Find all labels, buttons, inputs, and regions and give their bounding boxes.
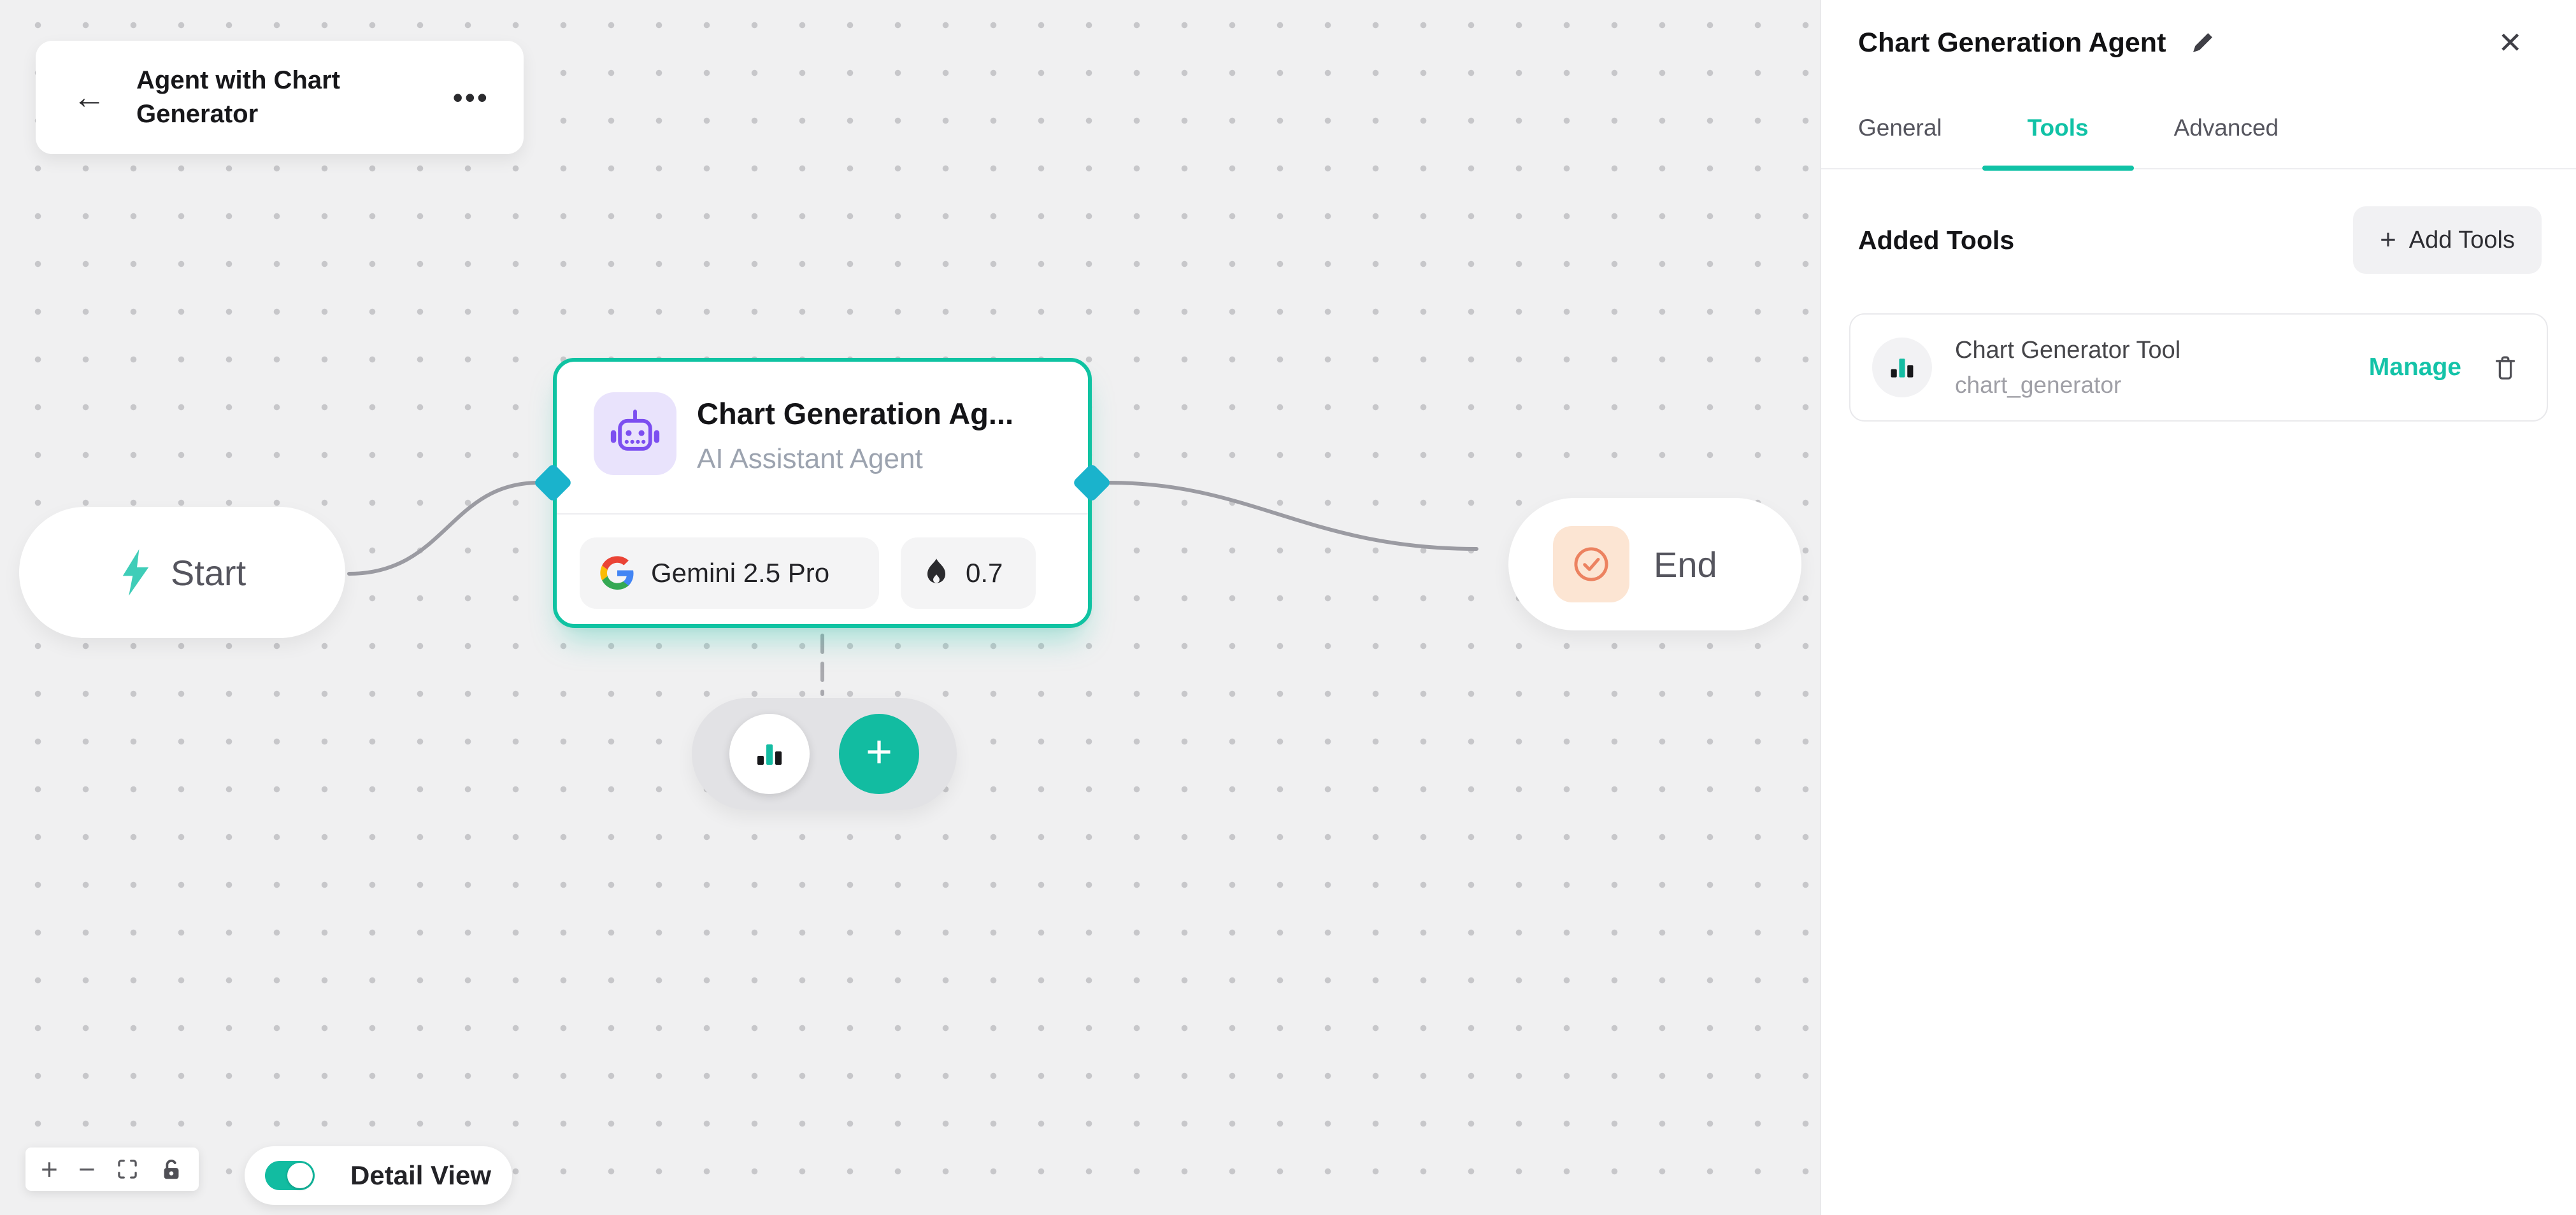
temperature-chip[interactable]: 0.7 xyxy=(901,537,1036,609)
lock-button[interactable] xyxy=(159,1157,183,1181)
detail-view-pill: Detail View xyxy=(245,1146,512,1205)
tab-tools[interactable]: Tools xyxy=(2028,115,2089,168)
tool-id: chart_generator xyxy=(1955,371,2122,398)
back-arrow-icon[interactable]: ← xyxy=(73,79,106,116)
model-name: Gemini 2.5 Pro xyxy=(651,558,830,588)
panel-title: Chart Generation Agent xyxy=(1858,27,2166,58)
agent-node-subtitle: AI Assistant Agent xyxy=(697,443,923,474)
tool-name: Chart Generator Tool xyxy=(1955,336,2181,364)
agent-node-title: Chart Generation Ag... xyxy=(697,397,1014,430)
model-chip[interactable]: Gemini 2.5 Pro xyxy=(580,537,879,609)
workflow-header-card: ← Agent with Chart Generator ••• xyxy=(36,41,524,154)
fit-view-button[interactable] xyxy=(116,1158,139,1181)
start-node[interactable]: Start xyxy=(19,507,345,638)
tab-general[interactable]: General xyxy=(1858,115,1942,141)
add-tool-button[interactable]: + xyxy=(839,714,919,794)
workflow-canvas[interactable]: ← Agent with Chart Generator ••• Start xyxy=(0,0,1821,1215)
bar-chart-icon xyxy=(1891,359,1914,378)
end-node[interactable]: End xyxy=(1508,498,1801,630)
check-circle-icon xyxy=(1553,526,1629,602)
workflow-edges xyxy=(347,481,1478,696)
workflow-title: Agent with Chart Generator xyxy=(136,66,340,128)
detail-view-label: Detail View xyxy=(350,1160,491,1190)
added-tools-row: Added Tools + Add Tools xyxy=(1849,206,2548,274)
tab-advanced[interactable]: Advanced xyxy=(2173,115,2279,141)
canvas-zoom-bar: + − xyxy=(25,1148,199,1191)
tool-info: Chart Generator Tool chart_generator xyxy=(1955,337,2180,399)
close-panel-button[interactable]: ✕ xyxy=(2498,26,2522,59)
trash-icon xyxy=(2495,356,2515,380)
ellipsis-menu-icon[interactable]: ••• xyxy=(452,81,489,114)
node-config-panel: Chart Generation Agent ✕ General Tools A… xyxy=(1821,0,2576,1215)
manage-tool-link[interactable]: Manage xyxy=(2368,353,2461,381)
end-node-label: End xyxy=(1654,544,1717,585)
added-tools-heading: Added Tools xyxy=(1858,225,2015,255)
flame-icon xyxy=(920,557,953,590)
tool-avatar xyxy=(1872,338,1932,397)
panel-tabs: General Tools Advanced xyxy=(1821,115,2576,169)
delete-tool-button[interactable] xyxy=(2491,353,2520,382)
agent-node[interactable]: Chart Generation Ag... AI Assistant Agen… xyxy=(553,358,1092,628)
agent-tools-pill: + xyxy=(692,698,957,810)
google-logo-icon xyxy=(599,555,636,592)
lightning-icon xyxy=(118,548,153,597)
pencil-icon xyxy=(2193,33,2213,52)
tool-card: Chart Generator Tool chart_generator Man… xyxy=(1849,313,2548,422)
edge-agent-to-end xyxy=(1108,481,1478,551)
zoom-in-button[interactable]: + xyxy=(41,1153,58,1186)
temperature-value: 0.7 xyxy=(966,558,1003,588)
bar-chart-icon xyxy=(757,744,782,765)
plus-icon: + xyxy=(2380,224,2396,255)
add-tools-button[interactable]: + Add Tools xyxy=(2353,206,2542,274)
chart-tool-bubble[interactable] xyxy=(729,714,810,794)
agent-node-divider xyxy=(557,513,1088,515)
edge-start-to-agent xyxy=(347,481,541,576)
edit-title-button[interactable] xyxy=(2190,30,2215,55)
add-tools-label: Add Tools xyxy=(2408,226,2515,253)
start-node-label: Start xyxy=(170,552,247,593)
detail-view-toggle[interactable] xyxy=(265,1161,315,1190)
toggle-knob xyxy=(287,1163,313,1188)
robot-icon xyxy=(594,392,676,475)
plus-icon: + xyxy=(865,727,893,778)
panel-header: Chart Generation Agent ✕ xyxy=(1849,0,2548,60)
zoom-out-button[interactable]: − xyxy=(78,1153,96,1186)
